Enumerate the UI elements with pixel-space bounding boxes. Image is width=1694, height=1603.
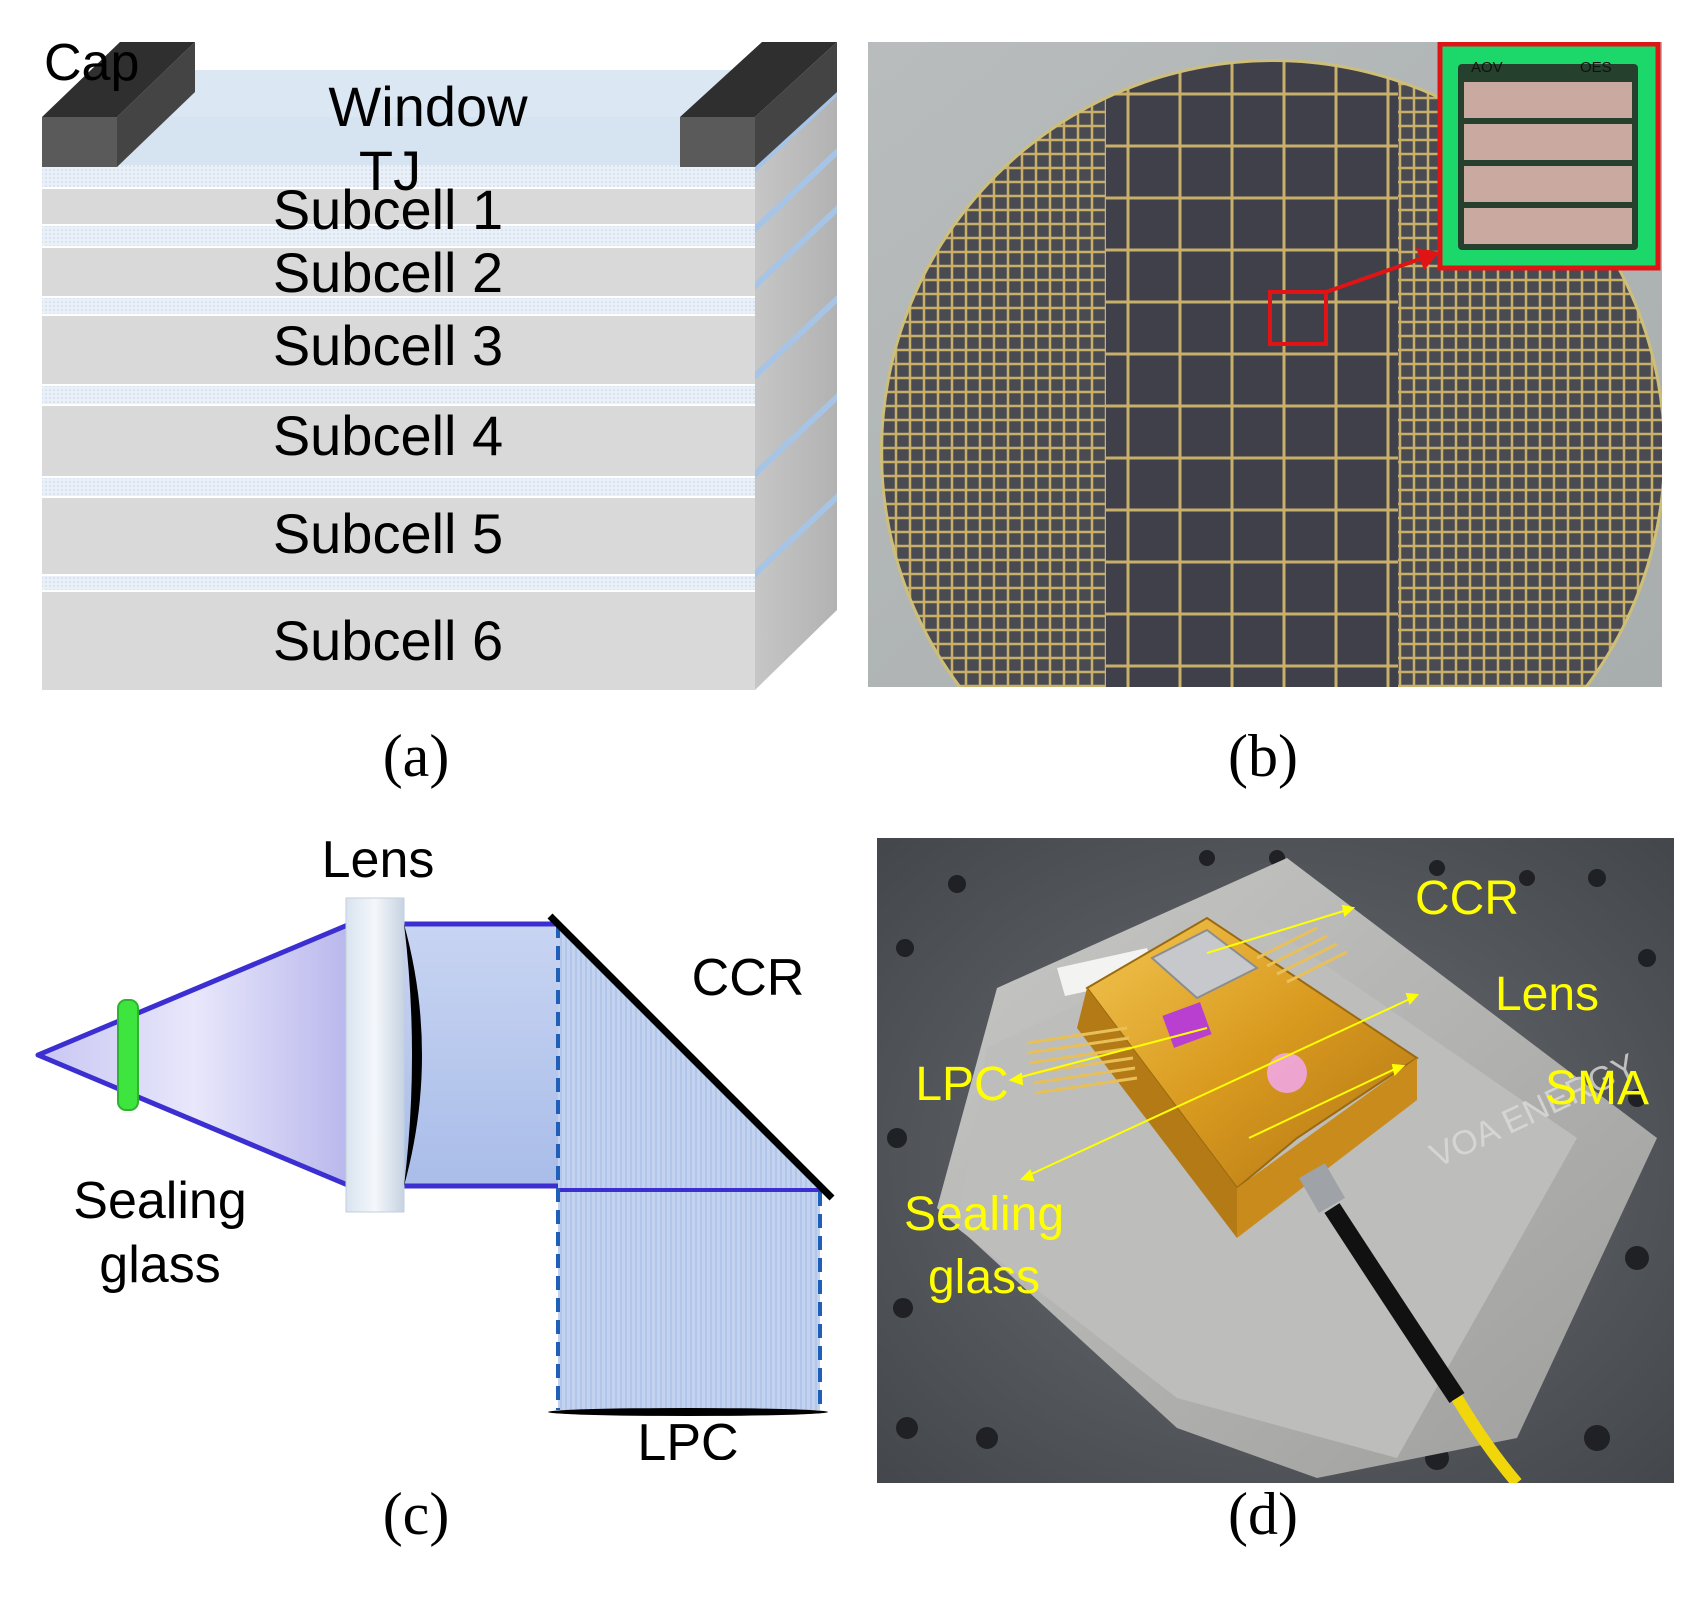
lens-label: Lens [322, 831, 435, 889]
tj-label: TJ [359, 139, 421, 202]
cap-right-front [680, 117, 755, 167]
window-top-face [42, 70, 837, 117]
subcell-4-layer [42, 405, 755, 477]
sma-annotation: SMA [1545, 1062, 1649, 1115]
panel-d: VOA ENERGY CCR Lens LPC SMA Sealing glas… [877, 838, 1674, 1487]
gold-package [1085, 916, 1419, 1190]
subcell-2-layer [42, 247, 755, 297]
wafer-center-coarse-grid [1106, 62, 1398, 687]
reflected-beam [558, 1192, 820, 1410]
ccr-annotation: CCR [1415, 872, 1519, 925]
subcell-2-label: Subcell 2 [273, 241, 503, 304]
lens-curvature [404, 924, 422, 1186]
subcell-1-layer [42, 188, 755, 225]
annotation-arrows [1008, 904, 1420, 1182]
sealing-glass-label-line2: glass [99, 1236, 220, 1294]
tj-layer [42, 477, 755, 497]
light-cone [35, 921, 353, 1189]
subcell-5-label: Subcell 5 [273, 502, 503, 565]
side-tj-stripe [755, 295, 837, 380]
panel-a: Cap Window TJ Subcell 1 Subcell 2 Subcel… [0, 0, 850, 800]
panel-a-label: (a) [382, 723, 450, 789]
lpc-surface [548, 1408, 828, 1416]
fiber-black [1324, 1203, 1465, 1403]
subcell-1-label: Subcell 1 [273, 178, 503, 241]
side-tj-stripe [755, 148, 837, 233]
layer-separators [42, 187, 755, 592]
side-tj-stripe [755, 205, 837, 290]
ccr-label: CCR [692, 949, 805, 1007]
inset-strip-2 [1464, 124, 1632, 160]
tj-layer [42, 575, 755, 591]
zoom-arrow [1325, 256, 1424, 294]
window-label: Window [328, 75, 528, 138]
sealing-glass-element [117, 999, 139, 1111]
subcell-6-label: Subcell 6 [273, 609, 503, 672]
inset-strip-3 [1464, 166, 1632, 202]
label-sticker [1057, 948, 1157, 996]
cap-label: Cap [44, 34, 139, 92]
inset-label-left: AOV [1471, 59, 1503, 76]
panel-c: Lens CCR Sealing glass LPC [0, 820, 850, 1472]
lpc-annotation: LPC [915, 1058, 1008, 1111]
window-layer [42, 117, 755, 167]
highlighted-cell [1268, 290, 1328, 346]
stack-side-face [755, 90, 837, 690]
panel-c-label: (c) [382, 1481, 450, 1547]
subcell-6-layer [42, 591, 755, 690]
cap-left-side [117, 42, 195, 167]
wafer-photo: AOV OES [868, 41, 1666, 845]
panel-b: AOV OES [868, 41, 1666, 845]
cap-left-front [42, 117, 117, 167]
layer-stack-diagram: Cap Window TJ Subcell 1 Subcell 2 Subcel… [42, 34, 837, 690]
panel-d-label: (d) [1228, 1481, 1298, 1547]
inset-strip-4 [1464, 208, 1632, 244]
subcell-3-layer [42, 315, 755, 385]
optical-path-diagram: Lens CCR Sealing glass LPC [35, 831, 835, 1472]
gold-package-side [1237, 1058, 1417, 1238]
tj-layer [42, 225, 755, 247]
side-tj-stripe [755, 393, 837, 478]
cap-left-top [42, 42, 195, 117]
fiber-yellow [1451, 1394, 1522, 1487]
device-photo: VOA ENERGY CCR Lens LPC SMA Sealing glas… [877, 838, 1674, 1487]
inset-label-right: OES [1580, 59, 1612, 76]
sealing-glass-annotation-line1: Sealing [904, 1188, 1064, 1241]
inset-strip-1 [1464, 82, 1632, 118]
tj-layer [42, 165, 755, 188]
lens-annotation: Lens [1495, 968, 1599, 1021]
zoom-arrow-head [1416, 248, 1440, 270]
subcell-4-label: Subcell 4 [273, 404, 503, 467]
sealing-glass-label-line1: Sealing [73, 1172, 246, 1230]
tj-layer [42, 297, 755, 315]
ccr-mirror [547, 913, 835, 1201]
side-tj-stripe [755, 493, 837, 578]
subcell-5-layer [42, 497, 755, 575]
sealing-glass-annotation-line2: glass [928, 1251, 1040, 1304]
sma-connector [1299, 1163, 1345, 1213]
collimated-beam [400, 924, 558, 1186]
tj-layer [42, 385, 755, 405]
lens-body [345, 897, 405, 1213]
panel-b-label: (b) [1228, 723, 1298, 789]
lpc-label: LPC [637, 1414, 738, 1460]
cap-right-top [680, 42, 837, 117]
lens-glow [1267, 1053, 1307, 1093]
subcell-3-label: Subcell 3 [273, 314, 503, 377]
ccr-heatsink [1150, 928, 1259, 1000]
cap-right-side [755, 42, 837, 167]
